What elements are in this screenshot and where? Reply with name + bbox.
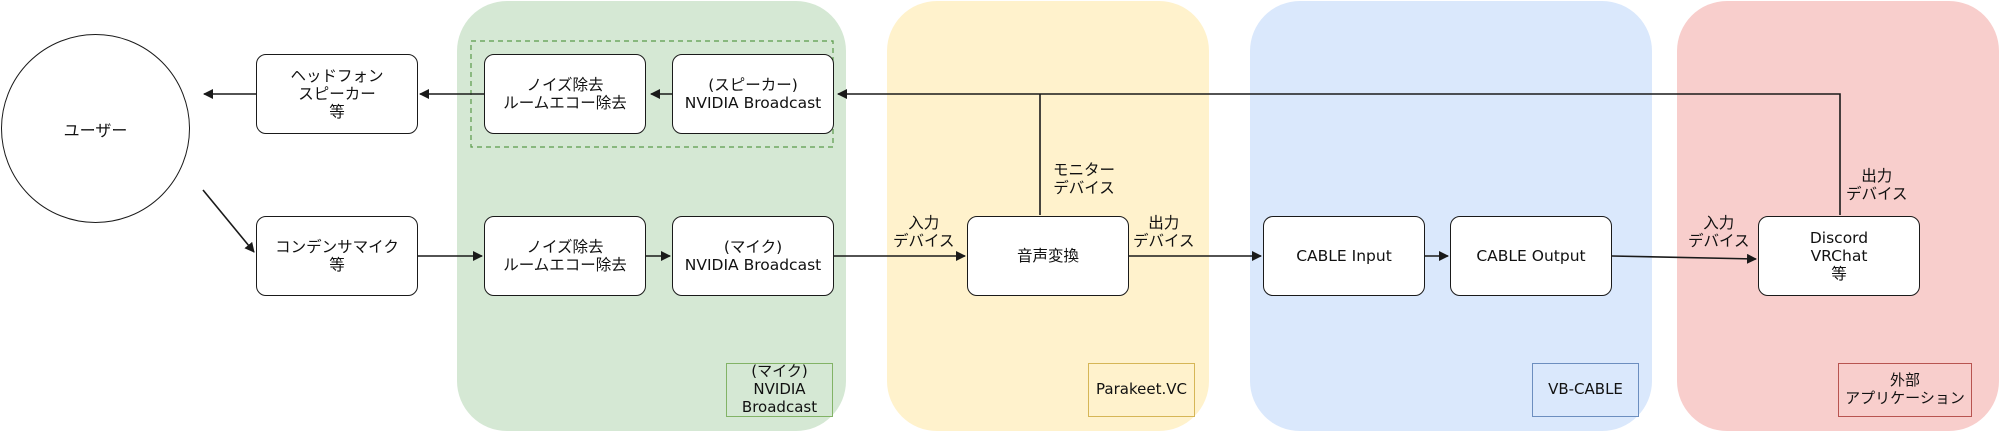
noise-removal-speaker-node: ノイズ除去 ルームエコー除去 <box>484 54 646 134</box>
output-device-label-2: 出力 デバイス <box>1846 167 1908 203</box>
noise-removal-mic-node: ノイズ除去 ルームエコー除去 <box>484 216 646 296</box>
zone-label-parakeet: Parakeet.VC <box>1088 363 1195 417</box>
output-device-label-1: 出力 デバイス <box>1133 214 1195 250</box>
condenser-mic-node: コンデンサマイク 等 <box>256 216 418 296</box>
headphone-speaker-node: ヘッドフォン スピーカー 等 <box>256 54 418 134</box>
external-apps-node: Discord VRChat 等 <box>1758 216 1920 296</box>
zone-label-external: 外部 アプリケーション <box>1838 363 1972 417</box>
cable-input-node: CABLE Input <box>1263 216 1425 296</box>
speaker-nvidia-broadcast-node: (スピーカー) NVIDIA Broadcast <box>672 54 834 134</box>
input-device-label-2: 入力 デバイス <box>1688 214 1750 250</box>
user-node: ユーザー <box>1 34 190 223</box>
zone-label-vbcable: VB-CABLE <box>1532 363 1639 417</box>
input-device-label-1: 入力 デバイス <box>893 214 955 250</box>
voice-conversion-node: 音声変換 <box>967 216 1129 296</box>
cable-output-node: CABLE Output <box>1450 216 1612 296</box>
zone-label-nvidia: (マイク) NVIDIA Broadcast <box>726 363 833 417</box>
monitor-device-label: モニター デバイス <box>1053 161 1116 197</box>
mic-nvidia-broadcast-node: (マイク) NVIDIA Broadcast <box>672 216 834 296</box>
